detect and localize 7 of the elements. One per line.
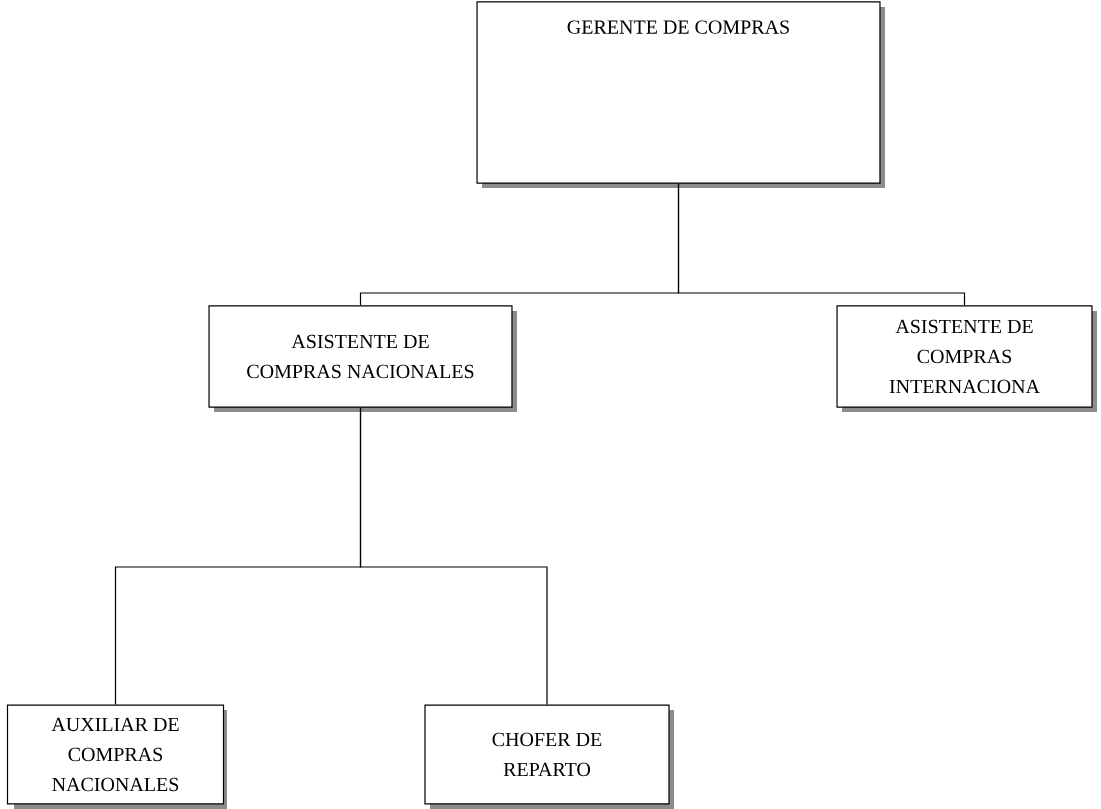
org-box: GERENTE DE COMPRAS [476, 1, 885, 188]
connector-line [359, 407, 548, 706]
org-box: AUXILIAR DE COMPRAS NACIONALES [6, 704, 227, 809]
org-box: CHOFER DE REPARTO [424, 704, 674, 809]
connector-line [677, 183, 966, 306]
org-box: ASISTENTE DE COMPRAS NACIONALES [208, 305, 517, 412]
org-box: ASISTENTE DE COMPRAS INTERNACIONA [836, 305, 1097, 412]
